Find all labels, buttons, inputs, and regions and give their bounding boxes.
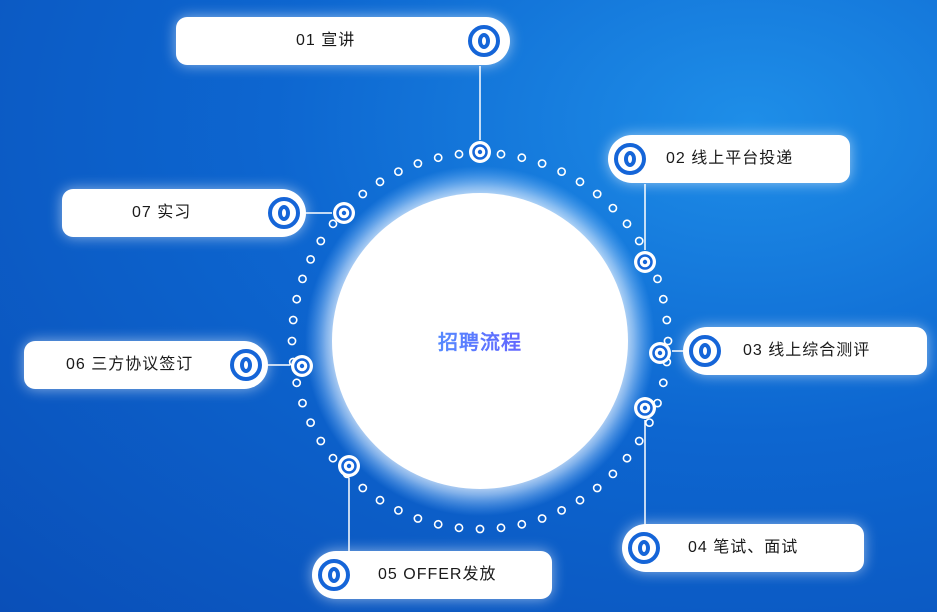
ring-dot [557, 505, 566, 515]
target-icon [689, 335, 721, 367]
node-ring [336, 205, 352, 221]
ring-dot [393, 505, 403, 515]
node-center [299, 363, 305, 369]
ring-dot [496, 149, 506, 159]
ring-dot [592, 189, 602, 199]
ring-dot [496, 523, 506, 533]
node-center [346, 463, 352, 469]
node-ring [341, 458, 357, 474]
node-center [657, 350, 663, 356]
ring-dot [306, 418, 315, 427]
step-04-card[interactable]: 04 笔试、面试 [622, 524, 864, 572]
ring-node [634, 251, 656, 273]
ring-dot [537, 159, 547, 168]
step-01-card[interactable]: 01 宣讲 [176, 17, 510, 65]
ring-dot [475, 524, 485, 534]
ring-dot [298, 274, 307, 284]
ring-dot [358, 483, 368, 493]
step-03-card[interactable]: 03 线上综合测评 [683, 327, 927, 375]
center-title: 招聘流程 [380, 326, 580, 355]
step-07-label: 07 实习 [132, 204, 192, 221]
node-center [477, 149, 483, 155]
node-center [341, 210, 347, 216]
ring-dot [375, 177, 385, 187]
ring-dot [517, 153, 527, 163]
step-02-card[interactable]: 02 线上平台投递 [608, 135, 850, 183]
ring-dot [413, 514, 423, 523]
ring-dot [393, 167, 403, 176]
ring-dot [575, 177, 585, 187]
ring-dot [575, 495, 585, 505]
node-ring [637, 400, 653, 416]
node-ring [294, 358, 310, 374]
ring-dot [658, 378, 668, 388]
ring-dot [622, 219, 632, 229]
ring-dot [608, 203, 618, 213]
target-icon [614, 143, 646, 175]
ring-dot [592, 483, 602, 493]
ring-node [469, 141, 491, 163]
ring-dot [634, 436, 644, 446]
ring-dot [622, 453, 632, 463]
ring-dot [634, 236, 644, 246]
ring-dot [375, 495, 385, 505]
step-05-card[interactable]: 05 OFFER发放 [312, 551, 552, 599]
center-circle [332, 193, 628, 489]
ring-dot [306, 254, 315, 264]
step-06-label: 06 三方协议签订 [66, 356, 194, 373]
ring-dot [433, 519, 443, 529]
node-center [642, 259, 648, 265]
ring-dot [288, 315, 298, 325]
ring-dot [454, 149, 464, 159]
ring-dot [358, 189, 368, 199]
step-01-label: 01 宣讲 [296, 32, 356, 49]
ring-node [291, 355, 313, 377]
ring-dot [517, 519, 527, 529]
target-icon [628, 532, 660, 564]
ring-dot [316, 236, 326, 246]
ring-dot [608, 469, 618, 479]
ring-dot [653, 274, 662, 284]
target-icon [318, 559, 350, 591]
ring-dot [433, 153, 443, 163]
ring-dot [298, 398, 307, 408]
ring-dot [328, 453, 338, 463]
ring-dot [537, 514, 547, 523]
ring-nodes [291, 141, 671, 477]
node-ring [637, 254, 653, 270]
node-ring [652, 345, 668, 361]
step-02-label: 02 线上平台投递 [666, 150, 794, 167]
ring-dot [663, 336, 673, 346]
ring-dot [454, 523, 464, 533]
connector-lines [264, 66, 685, 553]
ring-dot [413, 159, 423, 168]
node-center [642, 405, 648, 411]
ring-dot [287, 336, 297, 346]
ring-dot [328, 219, 338, 229]
target-icon [468, 25, 500, 57]
ring-node [338, 455, 360, 477]
ring-node [649, 342, 671, 364]
step-05-label: 05 OFFER发放 [378, 566, 497, 583]
node-ring [472, 144, 488, 160]
step-07-card[interactable]: 07 实习 [62, 189, 306, 237]
target-icon [230, 349, 262, 381]
target-icon [268, 197, 300, 229]
ring-dot [645, 418, 654, 427]
ring-dot [292, 294, 302, 304]
ring-dot [662, 315, 672, 325]
ring-dot [316, 436, 326, 446]
ring-node [634, 397, 656, 419]
step-03-label: 03 线上综合测评 [743, 342, 871, 359]
ring-dot [557, 167, 566, 176]
ring-node [333, 202, 355, 224]
step-04-label: 04 笔试、面试 [688, 539, 799, 556]
ring-dot [292, 378, 302, 388]
step-06-card[interactable]: 06 三方协议签订 [24, 341, 268, 389]
ring-dot [658, 294, 668, 304]
